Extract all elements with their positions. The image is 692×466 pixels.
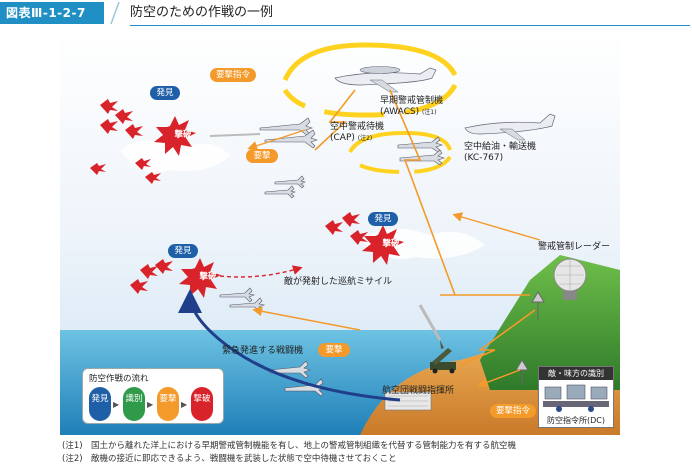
cap-orbit-ring [348, 130, 452, 175]
antenna-icon [515, 291, 545, 386]
awacs-note-mark: (注1) [421, 109, 437, 116]
destroy-burst-label-1: 撃破 [174, 130, 192, 140]
dc-panel-label: 防空指令所(DC) [547, 416, 605, 425]
tanker-aircraft-icon [464, 113, 556, 141]
missile-trail [209, 133, 261, 137]
intercept-order-badge-top: 要撃指令 [210, 68, 256, 82]
tanker-label-line2: (KC-767) [464, 153, 504, 163]
awacs-orbit-ring [282, 42, 458, 118]
scramble-label: 緊急発進する戦闘機 [222, 346, 304, 356]
flow-step-detect: 発見 [89, 387, 111, 421]
figure-number: 図表Ⅲ-1-2-7 [0, 2, 104, 24]
intercept-badge-low: 要撃 [318, 343, 350, 357]
air-wing-hq-label: 航空団戦闘指揮所 [382, 386, 455, 396]
operation-flow-panel: 防空作戦の流れ 発見 ▶ 識別 ▶ 要撃 ▶ 撃破 [82, 368, 224, 424]
cap-label-line2: (CAP) [330, 133, 355, 143]
awacs-label-line1: 早期警戒管制機 [380, 96, 444, 106]
flow-step-identify: 識別 [123, 387, 145, 421]
flow-arrow-icon: ▶ [147, 400, 154, 409]
cap-label: 空中警戒待機 (CAP) (注2) [330, 122, 384, 144]
intercept-order-arrow [452, 212, 541, 241]
awacs-label: 早期警戒管制機 (AWACS) (注1) [380, 96, 443, 118]
scramble-path-arrow [178, 289, 401, 402]
cap-note-mark: (注2) [357, 135, 373, 142]
intercept-order-arrow [477, 369, 521, 388]
tanker-label-line1: 空中給油・輸送機 [464, 142, 537, 152]
awacs-label-line2: (AWACS) [380, 107, 420, 117]
figure-title: 防空のための作戦の一例 [130, 5, 274, 20]
destroy-burst-label-2: 撃破 [382, 239, 400, 249]
cap-label-line1: 空中警戒待機 [330, 122, 385, 132]
awacs-to-radar-link [389, 89, 530, 296]
flow-arrow-icon: ▶ [181, 400, 188, 409]
header-slash-icon [110, 2, 120, 24]
tanker-label: 空中給油・輸送機 (KC-767) [464, 142, 536, 164]
intercept-arrow-cap [247, 129, 306, 151]
enemy-track-arrow [219, 265, 303, 278]
flow-step-destroy: 撃破 [191, 387, 213, 421]
intercept-badge-mid: 要撃 [246, 149, 278, 163]
operation-flow-title: 防空作戦の流れ [89, 374, 149, 384]
radar-dome-icon [553, 258, 587, 300]
flow-arrow-icon: ▶ [113, 400, 120, 409]
enemy-aircraft-icon [90, 99, 368, 294]
awacs-aircraft-icon [334, 66, 437, 93]
sam-launcher-icon [430, 348, 456, 374]
detect-badge-2: 発見 [368, 212, 398, 226]
intercept-arrow-scramble [252, 306, 361, 331]
figure-header: 図表Ⅲ-1-2-7 防空のための作戦の一例 [0, 0, 692, 28]
mountain [480, 255, 620, 390]
air-defense-scene [60, 30, 620, 435]
cruise-missile-icon [418, 304, 444, 349]
awacs-to-cap-link [314, 89, 356, 151]
destroy-burst-icon [154, 116, 404, 298]
cloud-shape [120, 140, 230, 173]
destroy-burst-label-3: 撃破 [199, 272, 217, 282]
operator-console-icon [543, 384, 609, 412]
radar-label: 警戒管制レーダー [538, 242, 611, 252]
detect-badge-1: 発見 [150, 86, 180, 100]
cap-fighter-jet-icon [259, 117, 445, 199]
flow-step-intercept: 要撃 [157, 387, 179, 421]
radar-to-sam-link [459, 309, 536, 366]
detect-badge-3: 発見 [168, 244, 198, 258]
dc-panel-heading: 敵・味方の識別 [539, 367, 613, 380]
intercept-order-badge-bottom: 要撃指令 [490, 404, 536, 418]
header-rule [130, 25, 690, 26]
cruise-missile-label: 敵が発射した巡航ミサイル [284, 277, 393, 287]
footnote-2: (注2) 敵機の接近に即応できるよう、戦闘機を武装した状態で空中待機させておくこ… [62, 454, 397, 464]
scramble-fighter-icon [219, 287, 326, 397]
footnote-1: (注1) 国土から離れた洋上における早期警戒管制機能を有し、地上の警戒管制組織を… [62, 441, 517, 451]
dc-panel: 敵・味方の識別 防空指令所(DC) [538, 366, 614, 428]
